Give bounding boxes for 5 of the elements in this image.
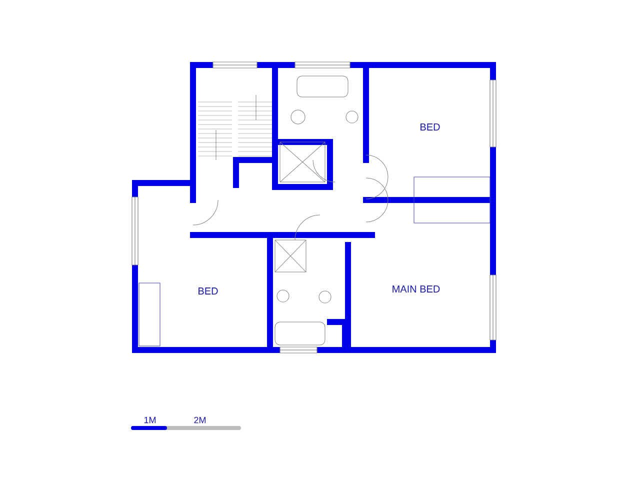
- room-label: BED: [198, 288, 218, 294]
- room-label: BED: [420, 124, 440, 130]
- scale-label: 2M: [194, 416, 206, 424]
- room-label: MAIN BED: [392, 286, 440, 292]
- scale-label: 1M: [144, 416, 156, 424]
